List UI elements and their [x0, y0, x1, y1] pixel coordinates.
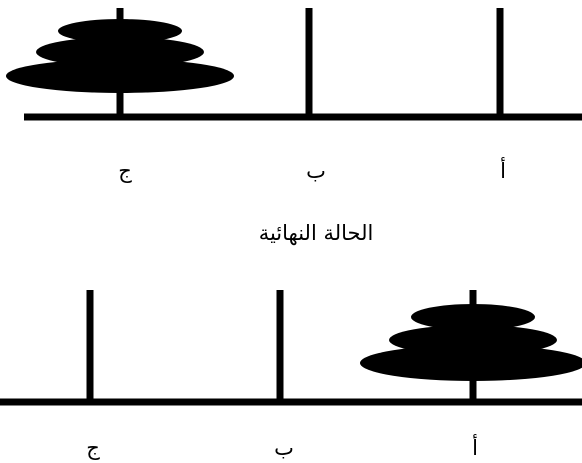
bottom-label-alif: أ: [472, 434, 478, 460]
top-state: ج ب أ: [6, 8, 582, 184]
top-label-baa: ب: [306, 159, 326, 183]
top-disk-small: [58, 19, 182, 43]
bottom-disk-small: [411, 304, 535, 330]
top-label-jeem: ج: [118, 159, 132, 184]
final-state-caption: الحالة النهائية: [259, 221, 374, 245]
top-label-alif: أ: [500, 157, 506, 183]
bottom-state: ج ب أ: [0, 290, 582, 461]
bottom-label-jeem: ج: [86, 436, 100, 461]
bottom-disk-stack: [360, 304, 582, 381]
bottom-label-baa: ب: [274, 436, 294, 460]
top-disk-stack: [6, 19, 234, 93]
